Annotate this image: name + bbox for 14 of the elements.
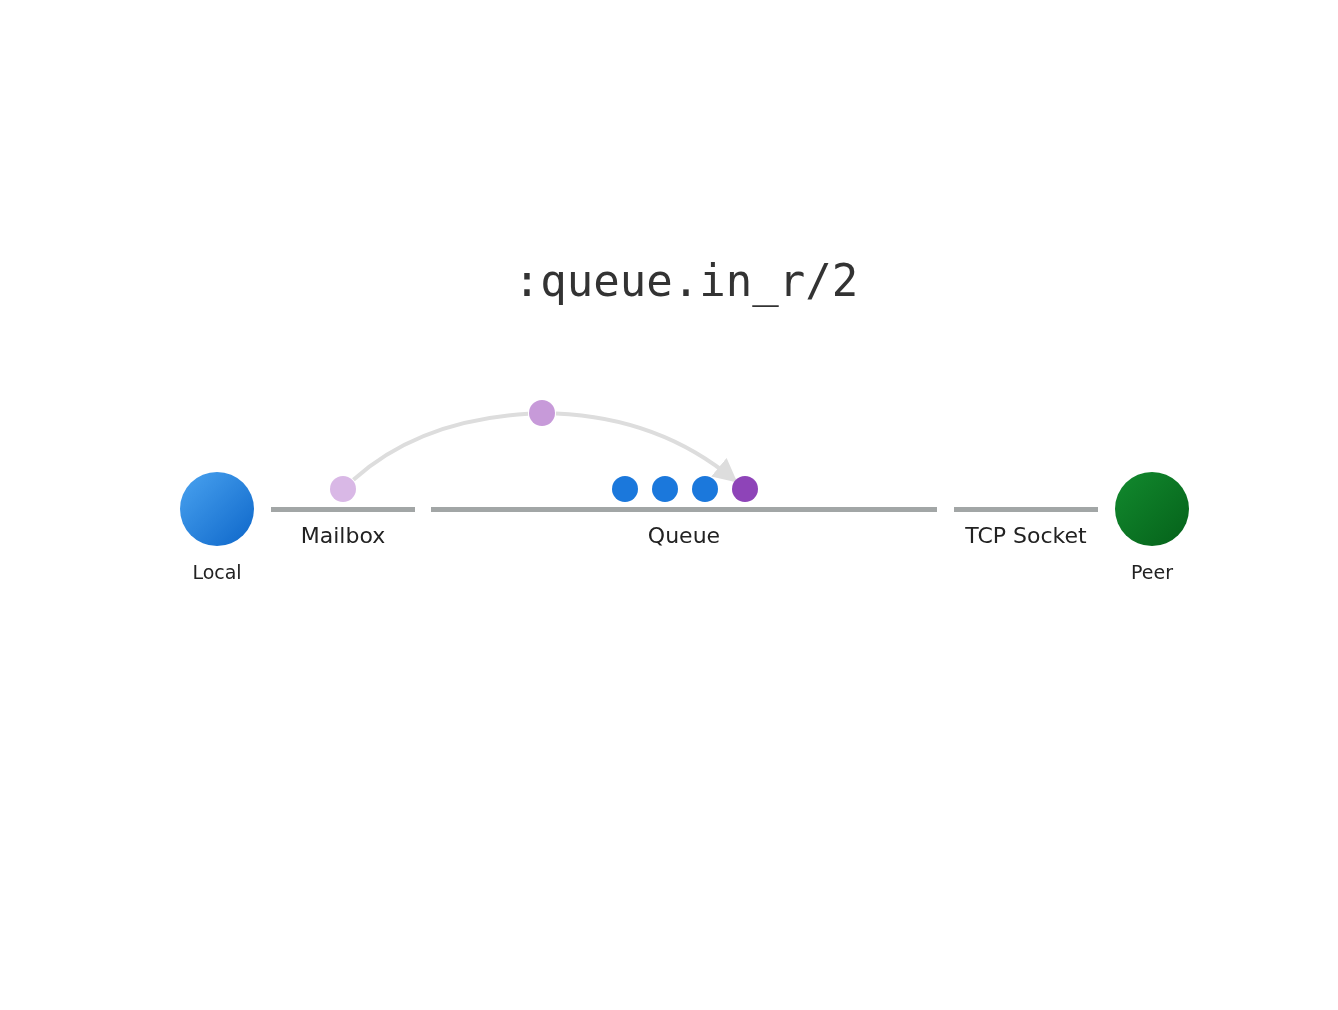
message-dot [529,400,555,426]
node-label: Peer [1131,561,1173,583]
message-dot [652,476,678,502]
title: :queue.in_r/2 [513,255,859,306]
channel-label: Queue [647,523,721,548]
message-dot [330,476,356,502]
arrow [555,411,738,483]
node-label: Local [192,561,242,583]
channel-label: TCP Socket [965,523,1087,548]
channel-label: Mailbox [300,523,386,548]
message-dot [732,476,758,502]
message-dot [612,476,638,502]
message-dot [692,476,718,502]
connector-line [352,411,529,482]
